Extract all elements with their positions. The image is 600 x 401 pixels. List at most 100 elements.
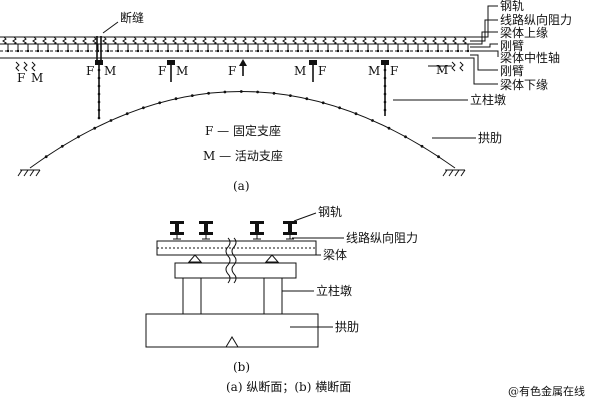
beam-node: [346, 49, 350, 53]
beam-node: [436, 49, 440, 53]
label-rigid-arm-2: 刚臂: [500, 64, 524, 78]
resistance-spring: [462, 36, 467, 45]
arch-node: [174, 97, 178, 101]
resistance-spring: [372, 36, 377, 45]
legend-movable-bearing: M — 活动支座: [203, 148, 283, 163]
arch-node: [223, 90, 227, 94]
resistance-spring: [72, 36, 77, 45]
beam-node: [66, 49, 70, 53]
track-resistance-springs: [2, 36, 470, 53]
arch-node: [371, 119, 374, 122]
pier-node: [383, 76, 387, 80]
resistance-spring: [112, 36, 117, 45]
resistance-spring: [232, 36, 237, 45]
beam-node: [186, 49, 190, 53]
arch-node: [142, 106, 145, 110]
arch-node: [60, 144, 64, 148]
arch-node: [207, 91, 211, 95]
arch-node: [109, 119, 113, 122]
resistance-spring: [312, 36, 317, 45]
bearing-M: M: [104, 64, 116, 78]
resistance-spring: [272, 36, 277, 45]
rail-label: 钢轨: [318, 205, 342, 219]
rail-4: [283, 221, 297, 235]
bearing-M: M: [368, 64, 380, 78]
arch-node: [256, 90, 259, 94]
beam-node: [466, 49, 470, 53]
resistance-spring: [252, 36, 257, 45]
beam-node: [336, 49, 340, 53]
resistance-spring: [102, 36, 107, 45]
resistance-spring: [142, 36, 147, 45]
pier-label: 立柱墩: [470, 92, 506, 107]
resistance-spring: [332, 36, 337, 45]
beam-node: [356, 49, 360, 53]
bearing-pier-5: [381, 60, 389, 65]
arch-node: [354, 112, 358, 116]
bearing-pier-2: [167, 60, 175, 65]
arch-node: [387, 126, 391, 130]
arch-node: [44, 155, 48, 159]
resistance-spring: [62, 36, 67, 45]
arch-node: [77, 135, 80, 139]
pier-node: [97, 116, 101, 120]
pier-node: [383, 92, 387, 96]
beam-node: [106, 49, 110, 53]
bearing-F: F: [318, 64, 326, 78]
resistance-spring: [342, 36, 347, 45]
arch-node: [305, 97, 309, 101]
resistance-spring: [452, 36, 457, 45]
beam-node: [256, 49, 260, 53]
bearing-b-left: [187, 254, 203, 263]
arch-foundation-left: [17, 169, 41, 177]
bearing-F: F: [390, 64, 398, 78]
beam-node: [86, 49, 90, 53]
beam-node: [456, 49, 460, 53]
beam-node: [26, 49, 30, 53]
resistance-spring: [22, 36, 27, 45]
column-right: [263, 277, 283, 315]
resistance-spring: [82, 36, 87, 45]
legend-fixed-bearing: F — 固定支座: [205, 123, 281, 138]
gap-label: 断缝: [120, 10, 144, 25]
arch-node: [404, 135, 407, 139]
top-labels: 钢轨 线路纵向阻力 梁体上缘 刚臂 梁体中性轴 刚臂 梁体下缘: [500, 0, 572, 92]
bearing-F: F: [158, 64, 166, 78]
column-label: 立柱墩: [316, 283, 352, 298]
beam-node: [386, 49, 390, 53]
beam-label: 梁体: [323, 247, 347, 262]
arch-node: [239, 90, 243, 93]
arch-node: [420, 144, 424, 148]
arch-node: [272, 91, 276, 95]
pier-node: [383, 100, 387, 104]
beam-node: [246, 49, 250, 53]
arch-node: [93, 126, 97, 130]
left-abutment-bearing: [15, 61, 36, 72]
beam-node: [326, 49, 330, 53]
bearing-M: M: [294, 64, 306, 78]
resistance-spring: [302, 36, 307, 45]
beam-node: [226, 49, 230, 53]
caption-b: (b): [233, 360, 250, 374]
bearing-pier-3: [239, 59, 247, 66]
beam-node: [266, 49, 270, 53]
pier-node: [97, 92, 101, 96]
resistance-label: 线路纵向阻力: [346, 230, 418, 245]
watermark: @有色金属在线: [508, 384, 585, 398]
resistance-spring: [92, 36, 97, 45]
right-abutment-bearing: [451, 61, 464, 72]
beam-node: [316, 49, 320, 53]
bearing-F: F: [86, 64, 94, 78]
resistance-spring: [362, 36, 367, 45]
rail-leader: [293, 212, 317, 222]
resistance-spring: [432, 36, 437, 45]
arch-node: [289, 94, 292, 97]
label-beam-bottom: 梁体下缘: [500, 77, 548, 92]
beam-node: [296, 49, 300, 53]
resistance-spring: [212, 36, 217, 45]
resistance-spring: [412, 36, 417, 45]
arch-rib-nodes: [44, 90, 440, 159]
beam-node: [276, 49, 280, 53]
rib-block: [145, 313, 319, 348]
